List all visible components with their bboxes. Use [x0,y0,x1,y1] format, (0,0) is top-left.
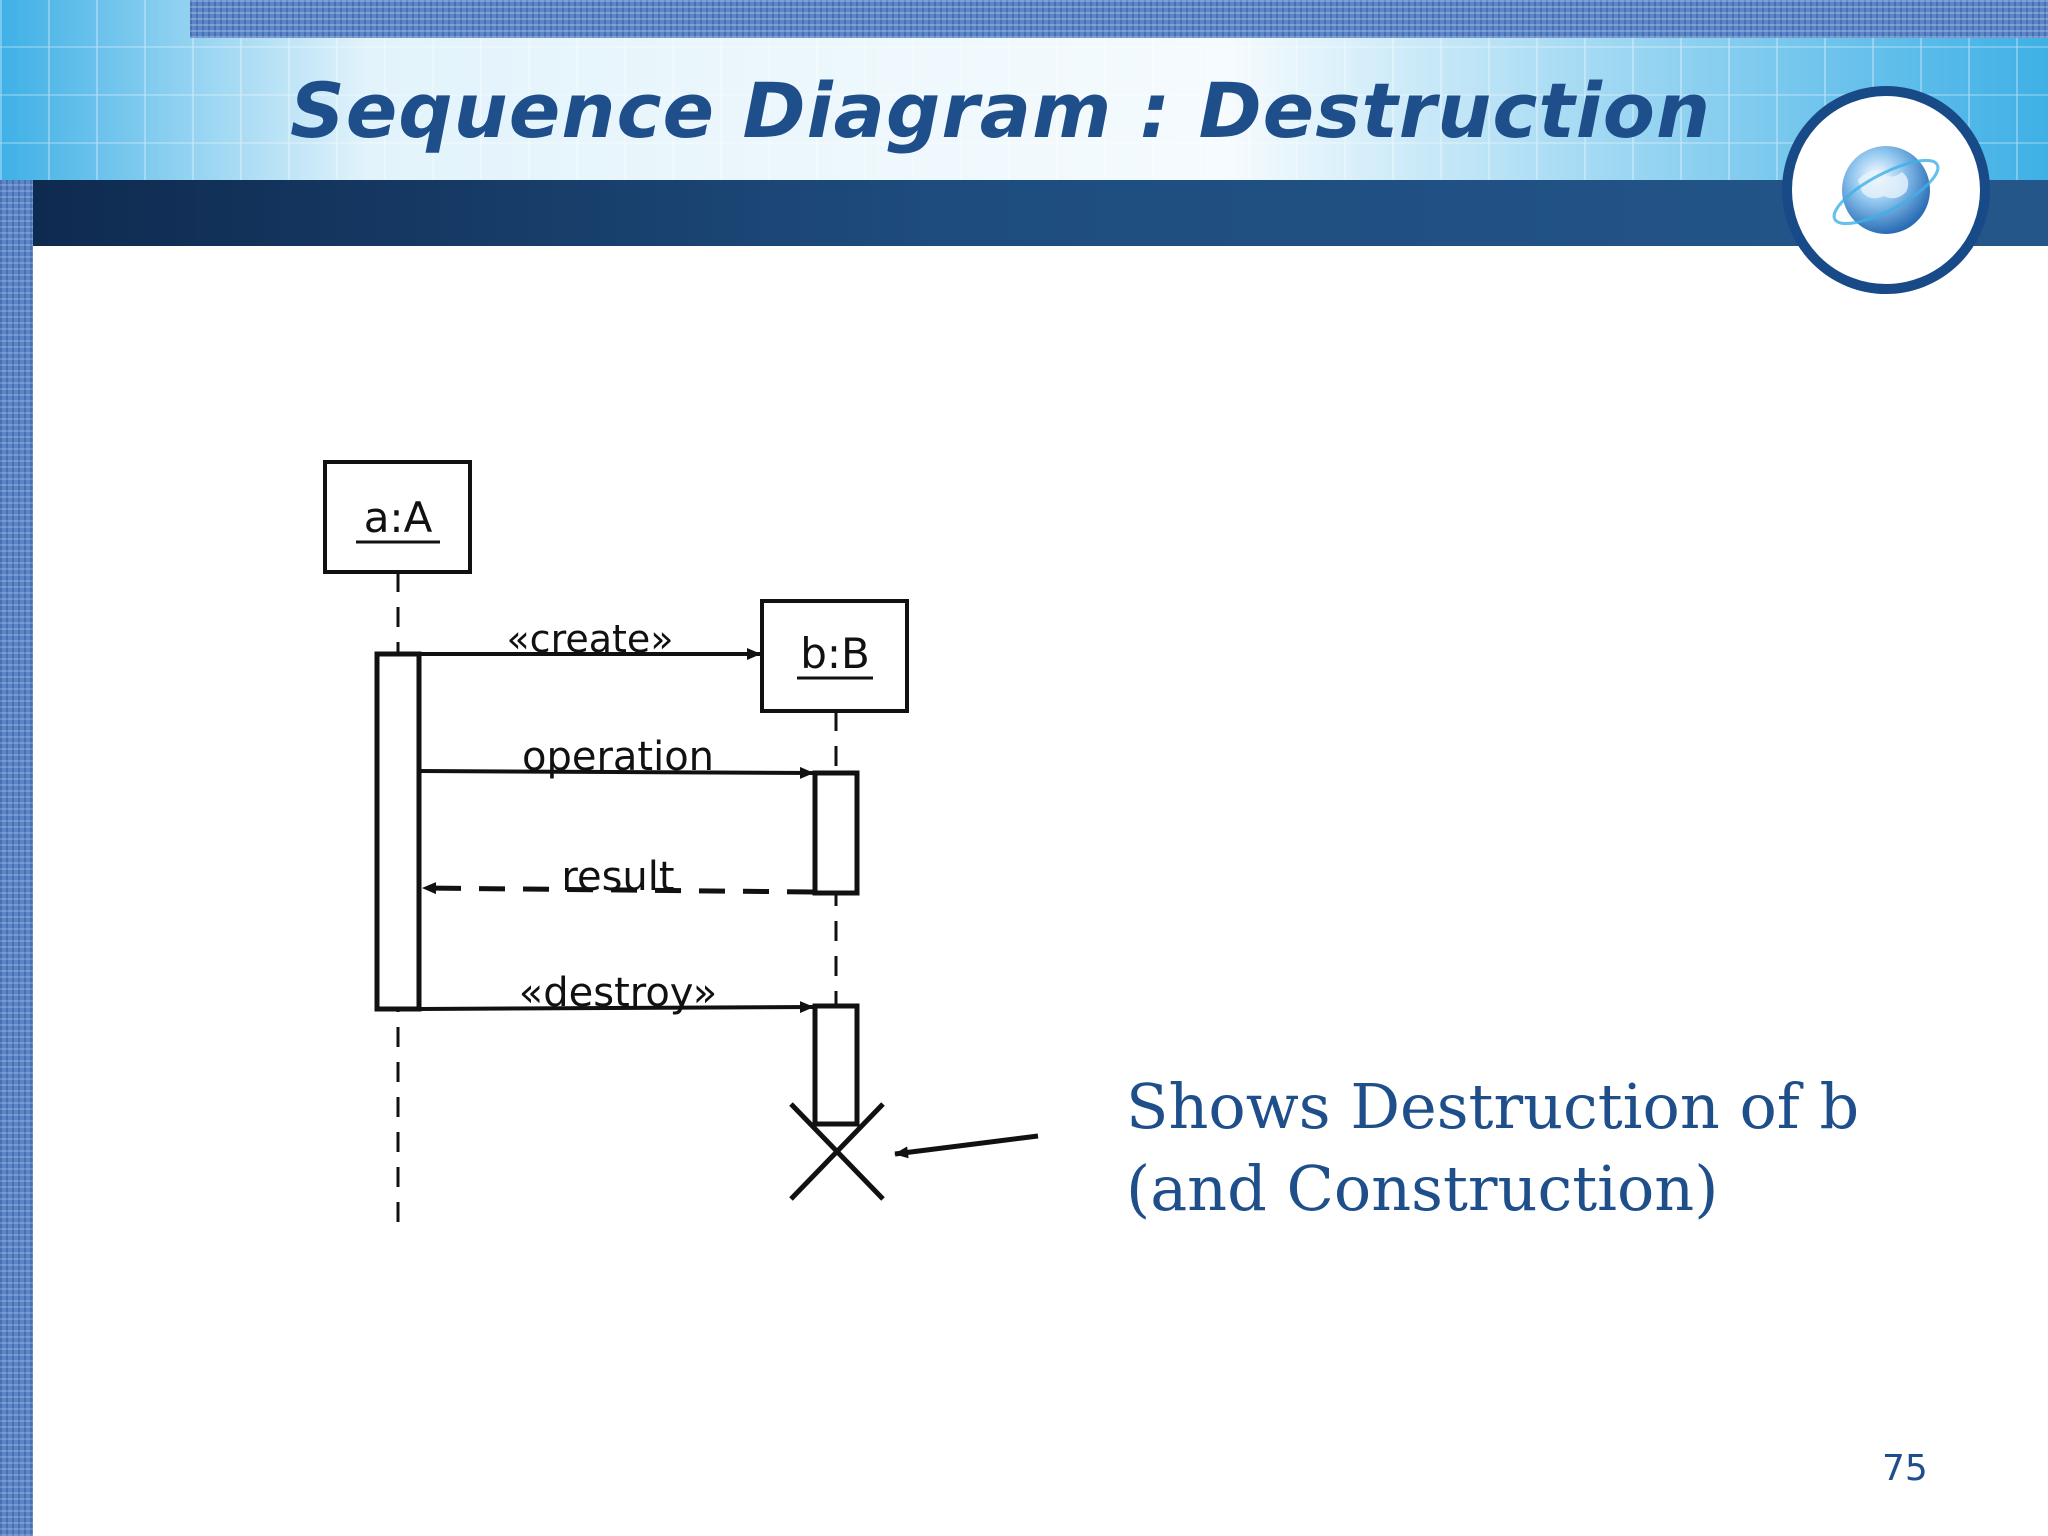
destruction-x-icon [789,1102,885,1201]
title-underline-bar [33,180,2048,246]
message-label-create: «create» [506,617,673,661]
left-border-decoration [0,0,33,1536]
message-create: «create» [419,617,761,661]
slide-title: Sequence Diagram : Destruction [290,66,1712,155]
message-label-result: result [561,854,674,900]
lifeline-b: b:B [760,599,909,1127]
diagram-caption: Shows Destruction of b (and Construction… [1126,1066,1860,1230]
message-operation: operation [418,734,814,780]
title-banner [0,0,2048,180]
message-label-destroy: «destroy» [519,970,717,1016]
message-result: result [422,854,814,900]
object-label-a: a:A [364,493,433,542]
lifeline-a: a:A [323,460,472,1225]
banner-texture-strip [190,0,2048,38]
caption-line-2: (and Construction) [1126,1152,1719,1225]
page-number: 75 [1882,1448,1928,1489]
activation-bar-b-destroy [812,1003,860,1127]
activation-bar-b-operation [812,770,860,896]
object-label-b: b:B [800,629,870,678]
activation-bar-a [374,651,422,1012]
logo-badge [1782,86,1990,294]
message-destroy: «destroy» [418,970,814,1016]
object-box-a [323,460,472,574]
message-label-operation: operation [522,734,714,780]
globe-icon [1832,146,1940,234]
pointer-arrow [894,1133,1039,1159]
caption-line-1: Shows Destruction of b [1126,1070,1860,1143]
